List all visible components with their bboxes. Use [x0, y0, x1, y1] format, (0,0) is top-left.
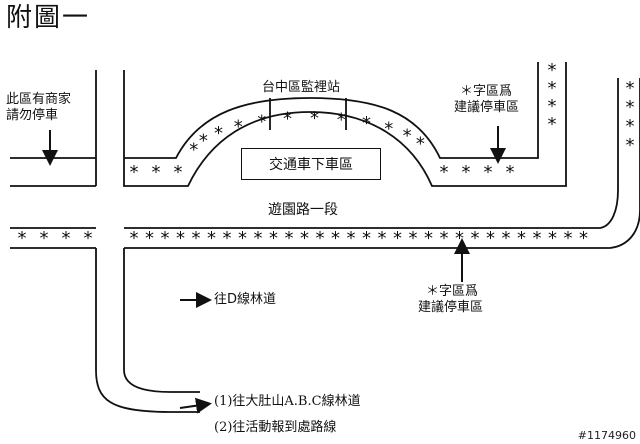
parking-marker: * — [403, 125, 412, 146]
parking-marker: * — [409, 228, 418, 249]
parking-marker: * — [214, 123, 223, 144]
south-road-left — [95, 248, 200, 413]
parking-marker: * — [192, 228, 201, 249]
parking-marker: * — [517, 228, 526, 249]
parking-marker: * — [337, 110, 346, 131]
parking-note-bottom-line1: ＊字區爲 — [426, 284, 479, 299]
arrows — [42, 126, 506, 414]
parking-marker: * — [223, 228, 232, 249]
parking-marker: * — [362, 228, 371, 249]
parking-marker: * — [548, 60, 557, 81]
parking-markers: ****************************************… — [18, 60, 635, 249]
station-divider — [269, 98, 347, 130]
parking-marker: * — [384, 118, 393, 139]
parking-marker: * — [199, 131, 208, 152]
parking-marker: * — [484, 162, 493, 183]
parking-marker: * — [548, 78, 557, 99]
parking-marker: * — [283, 109, 292, 130]
parking-marker: * — [207, 228, 216, 249]
parking-marker: * — [316, 228, 325, 249]
station-label: 台中區監裡站 — [262, 80, 341, 95]
parking-marker: * — [347, 228, 356, 249]
route-abc-arrow — [179, 397, 212, 414]
parking-marker: * — [626, 97, 635, 118]
parking-marker: * — [161, 228, 170, 249]
parking-marker: * — [269, 228, 278, 249]
parking-marker: * — [548, 114, 557, 135]
parking-marker: * — [84, 228, 93, 249]
parking-marker: * — [152, 162, 161, 183]
parking-marker: * — [234, 116, 243, 137]
station-road-inner — [124, 62, 539, 159]
parking-marker: * — [130, 162, 139, 183]
route-register-label: (2)往活動報到處路線 — [214, 420, 337, 435]
parking-marker: * — [378, 228, 387, 249]
parking-marker: * — [626, 135, 635, 156]
parking-marker: * — [506, 162, 515, 183]
parking-marker: * — [440, 228, 449, 249]
parking-marker: * — [331, 228, 340, 249]
parking-marker: * — [300, 228, 309, 249]
parking-marker: * — [533, 228, 542, 249]
parking-marker: * — [440, 162, 449, 183]
parking-marker: * — [564, 228, 573, 249]
parking-marker: * — [40, 228, 49, 249]
parking-marker: * — [285, 228, 294, 249]
parking-marker: * — [462, 162, 471, 183]
no-parking-label-line2: 請勿停車 — [6, 108, 59, 123]
parking-marker: * — [626, 116, 635, 137]
parking-marker: * — [579, 228, 588, 249]
parking-note-top-line1: ＊字區爲 — [460, 84, 513, 99]
parking-marker: * — [145, 228, 154, 249]
route-abc-label: (1)往大肚山A.B.C線林道 — [214, 394, 361, 409]
parking-marker: * — [130, 228, 139, 249]
parking-marker: * — [189, 140, 198, 161]
watermark: #1174960 — [577, 429, 636, 442]
route-d-label: 往D線林道 — [214, 292, 277, 307]
vehicle-drop-area: 交通車下車區 — [241, 148, 381, 180]
parking-marker: * — [502, 228, 511, 249]
parking-marker: * — [62, 228, 71, 249]
parking-marker: * — [486, 228, 495, 249]
parking-marker: * — [310, 108, 319, 129]
parking-marker: * — [238, 228, 247, 249]
road-lines — [10, 62, 640, 413]
page-title: 附圖一 — [6, 3, 91, 33]
parking-marker: * — [362, 113, 371, 134]
parking-marker: * — [455, 228, 464, 249]
parking-marker: * — [548, 96, 557, 117]
shop-area-outline — [10, 70, 97, 187]
parking-marker: * — [176, 228, 185, 249]
parking-marker: * — [174, 162, 183, 183]
parking-marker: * — [254, 228, 263, 249]
parking-note-top-line2: 建議停車區 — [454, 100, 520, 115]
main-road-top — [10, 78, 619, 229]
parking-marker: * — [626, 78, 635, 99]
south-road-right — [123, 248, 200, 393]
parking-marker: * — [424, 228, 433, 249]
parking-marker: * — [18, 228, 27, 249]
no-parking-label-line1: 此區有商家 — [6, 92, 72, 107]
parking-marker: * — [257, 112, 266, 133]
parking-marker: * — [471, 228, 480, 249]
station-road-outer — [123, 62, 567, 187]
road-name: 遊園路一段 — [268, 202, 338, 218]
parking-note-bottom-line2: 建議停車區 — [418, 300, 484, 315]
parking-marker: * — [393, 228, 402, 249]
parking-marker: * — [548, 228, 557, 249]
parking-marker: * — [416, 134, 425, 155]
